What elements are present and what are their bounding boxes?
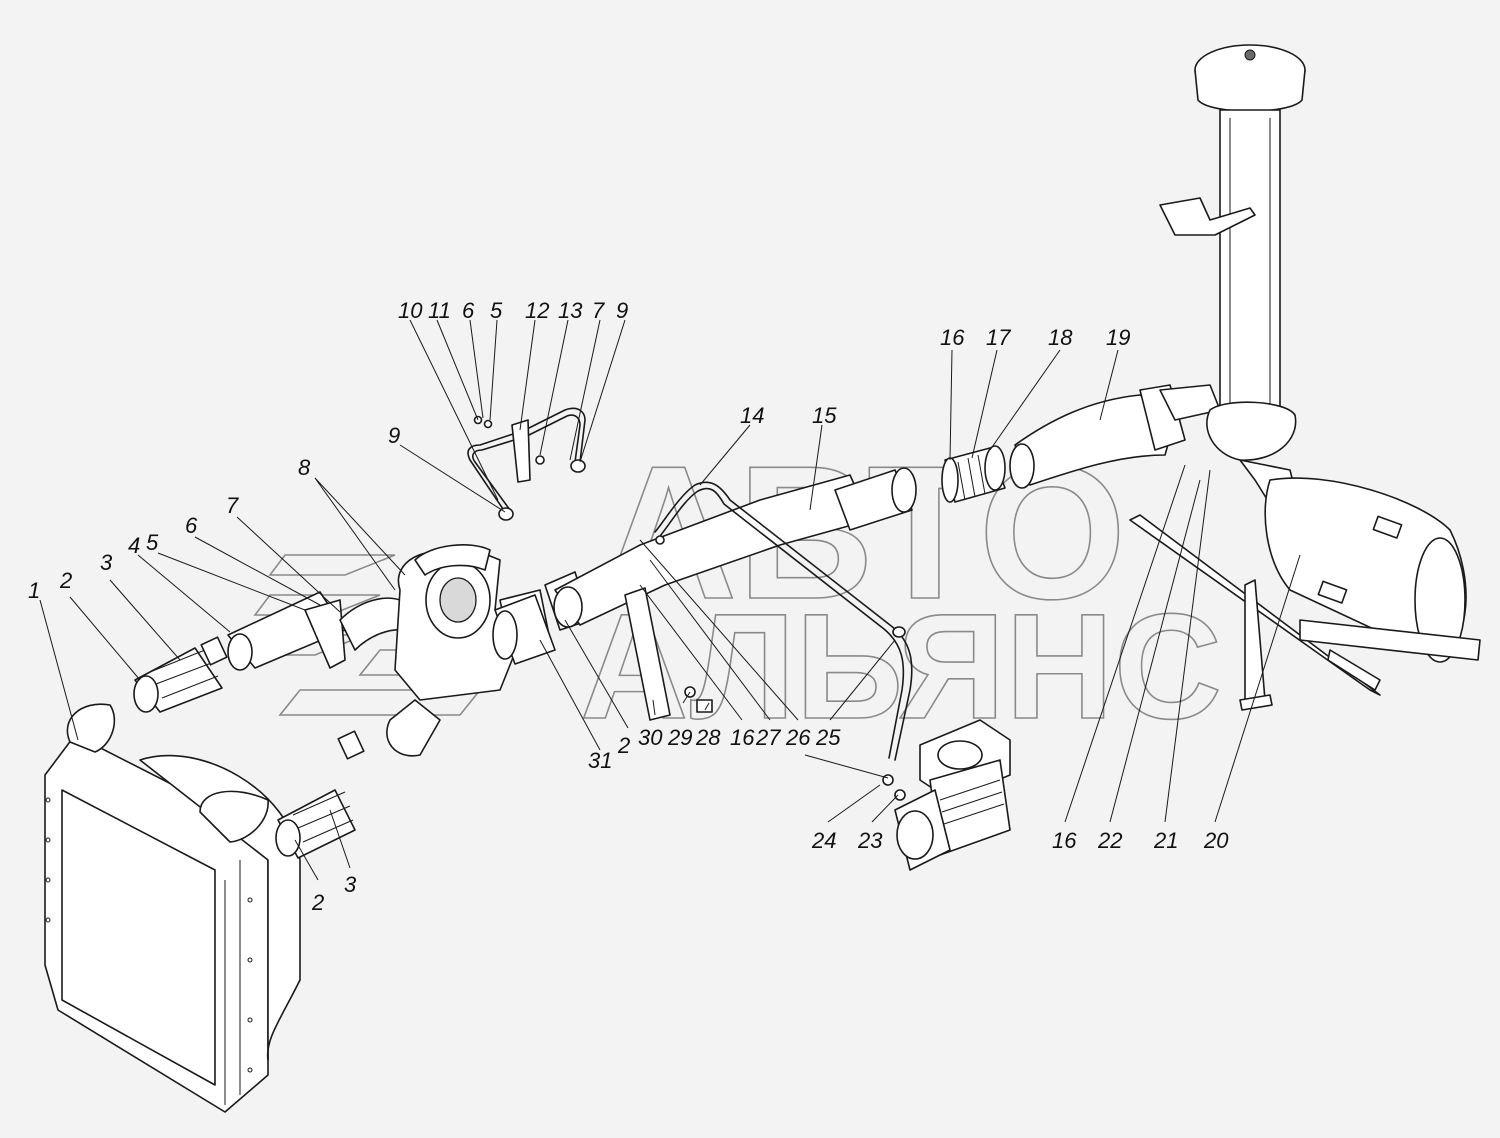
callout-15: 15 (812, 403, 837, 428)
mounting-frame (1129, 514, 1481, 711)
callout-31: 31 (588, 748, 612, 773)
callout-6: 6 (185, 513, 198, 538)
callout-2-mid: 2 (617, 733, 630, 758)
hose-with-clamps-lower (275, 730, 365, 859)
callout-3-lower: 3 (344, 872, 357, 897)
callout-7-top: 7 (592, 298, 605, 323)
callout-6-top: 6 (462, 298, 475, 323)
radiator-bolts (45, 797, 253, 1073)
callout-23: 23 (857, 828, 883, 853)
callout-24: 24 (811, 828, 836, 853)
callout-12: 12 (525, 298, 549, 323)
callout-5: 5 (146, 530, 159, 555)
callout-9: 9 (388, 423, 400, 448)
watermark-line-2: АЛЬЯНС (580, 582, 1222, 750)
callout-26: 26 (785, 725, 811, 750)
callout-22: 22 (1097, 828, 1122, 853)
air-compressor (882, 719, 1011, 871)
oil-tube-assembly (467, 407, 586, 521)
callout-9-top: 9 (616, 298, 628, 323)
callout-8: 8 (298, 455, 311, 480)
callout-18: 18 (1048, 325, 1073, 350)
intake-pipe-main (553, 467, 917, 628)
callout-14: 14 (740, 403, 764, 428)
leader-lines (39, 319, 1301, 881)
callout-1: 1 (28, 578, 40, 603)
bracket-elbow (304, 597, 406, 669)
callout-2: 2 (59, 568, 72, 593)
callout-29: 29 (667, 725, 692, 750)
callout-3: 3 (100, 550, 113, 575)
callout-30: 30 (638, 725, 663, 750)
callout-16-bottom: 16 (1052, 828, 1077, 853)
corrugated-sleeve (941, 445, 1006, 503)
callout-10: 10 (398, 298, 423, 323)
callout-11: 11 (428, 298, 451, 323)
callout-20: 20 (1203, 828, 1229, 853)
callout-21: 21 (1153, 828, 1178, 853)
callout-4: 4 (128, 533, 140, 558)
air-intake-stack (1159, 44, 1306, 521)
callout-16-top: 16 (940, 325, 965, 350)
hose-with-clamps-upper (133, 636, 228, 713)
intercooler-radiator (44, 703, 301, 1113)
watermark: АВТО АЛЬЯНС (238, 426, 1223, 751)
callout-16-mid: 16 (730, 725, 755, 750)
callout-labels: 1 2 3 4 5 6 7 8 9 10 11 6 5 12 13 7 9 14… (28, 298, 1229, 915)
callout-2-lower: 2 (311, 890, 324, 915)
callout-13: 13 (558, 298, 583, 323)
callout-17: 17 (986, 325, 1011, 350)
callout-5-top: 5 (490, 298, 503, 323)
callout-25: 25 (815, 725, 841, 750)
callout-19: 19 (1106, 325, 1130, 350)
air-tube-to-compressor (654, 481, 913, 761)
air-cleaner-housing (1264, 477, 1467, 663)
callout-28: 28 (695, 725, 721, 750)
callout-7: 7 (226, 493, 239, 518)
callout-27: 27 (755, 725, 781, 750)
